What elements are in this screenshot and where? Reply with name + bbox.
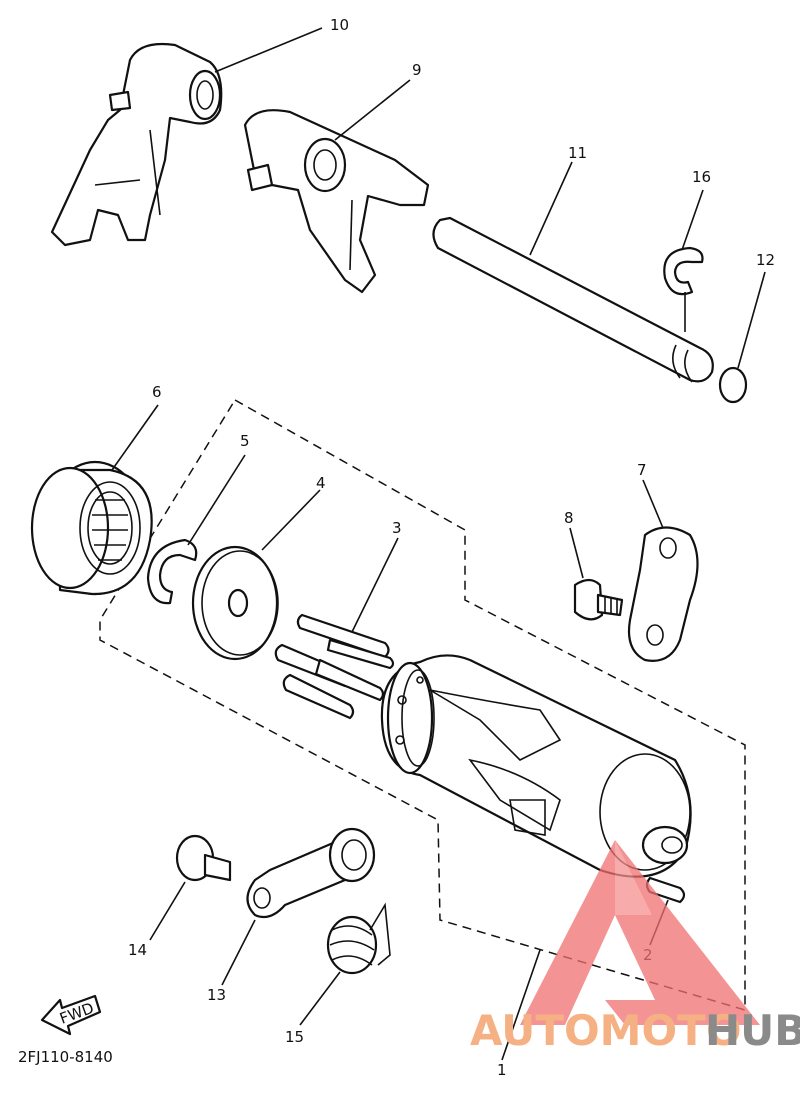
callout-10: 10 (330, 16, 349, 34)
callout-11: 11 (568, 144, 587, 162)
part-10-shift-fork (50, 42, 223, 247)
watermark-triangle-icon (520, 840, 760, 1025)
part-14-bolt (175, 834, 232, 882)
part-3-pins (274, 613, 395, 720)
part-7-segment-plate (627, 526, 699, 662)
part-1-shift-drum (380, 654, 692, 878)
part-15-spring (326, 902, 391, 975)
part-12-o-ring (718, 366, 748, 404)
watermark-logo (520, 840, 760, 1025)
part-6-bearing (30, 460, 153, 596)
diagram-code: 2FJ110-8140 (18, 1048, 113, 1066)
fwd-label: FWD (57, 999, 96, 1028)
assembly-dashed-outline (99, 398, 746, 1012)
part-8-bolt (573, 578, 624, 621)
callout-8: 8 (564, 509, 574, 527)
part-4-washer (191, 545, 279, 661)
watermark-text-hub: HUB (705, 1006, 800, 1055)
callout-16: 16 (692, 168, 711, 186)
callout-15: 15 (285, 1028, 304, 1046)
callout-3: 3 (392, 519, 402, 537)
callout-1: 1 (497, 1061, 507, 1079)
part-16-circlip (663, 246, 704, 296)
part-5-circlip (146, 538, 198, 605)
callout-5: 5 (240, 432, 250, 450)
part-11-shift-fork-shaft (432, 216, 714, 383)
callout-labels: 10 9 11 16 12 6 5 4 3 7 8 14 13 15 2 1 (128, 16, 775, 1079)
callout-4: 4 (316, 474, 326, 492)
callout-12: 12 (756, 251, 775, 269)
fwd-arrow: FWD (40, 994, 102, 1036)
part-9-shift-fork (243, 109, 430, 294)
callout-13: 13 (207, 986, 226, 1004)
callout-14: 14 (128, 941, 147, 959)
callout-6: 6 (152, 383, 162, 401)
callout-7: 7 (637, 461, 647, 479)
part-13-stopper-lever (246, 827, 376, 919)
watermark-text-automoto: AUTOMOTO (470, 1006, 742, 1055)
callout-9: 9 (412, 61, 422, 79)
